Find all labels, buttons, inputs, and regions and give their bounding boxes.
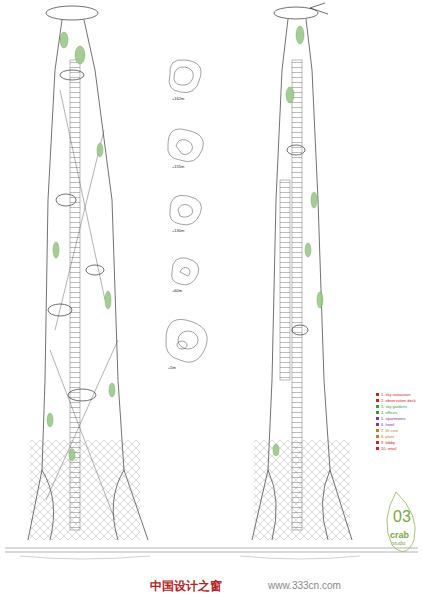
logo-text: crab [390, 530, 409, 540]
level-label: +162m [172, 96, 184, 101]
legend-text: 9. lobby [381, 440, 395, 445]
logo-text: studio [392, 540, 405, 546]
level-label: +5m [168, 365, 176, 370]
legend-row: 8. plant [376, 434, 394, 439]
legend-swatch [376, 411, 379, 414]
legend-swatch [376, 435, 379, 438]
legend-text: 7. lift core [381, 428, 398, 433]
level-label: +130m [172, 228, 184, 233]
legend-text: 10. retail [381, 446, 396, 451]
legend-row: 1. sky restaurant [376, 392, 411, 397]
watermark: 中国设计之窗 [150, 578, 222, 595]
legend-text: 8. plant [381, 434, 394, 439]
legend-swatch [376, 393, 379, 396]
legend-swatch [376, 405, 379, 408]
legend-swatch [376, 429, 379, 432]
legend-row: 7. lift core [376, 428, 398, 433]
legend-swatch [376, 423, 379, 426]
legend-text: 1. sky restaurant [381, 392, 411, 397]
legend-row: 10. retail [376, 446, 396, 451]
watermark: www.333cn.com [268, 580, 341, 591]
legend-row: 9. lobby [376, 440, 395, 445]
level-label: +60m [172, 288, 182, 293]
legend-swatch [376, 447, 379, 450]
sheet-number: 03 [393, 508, 411, 526]
legend-row: 3. sky gardens [376, 404, 407, 409]
legend-text: 3. sky gardens [381, 404, 407, 409]
legend-text: 4. offices [381, 410, 397, 415]
legend-row: 4. offices [376, 410, 397, 415]
legend-swatch [376, 417, 379, 420]
legend-text: 2. observation deck [381, 398, 416, 403]
legend-row: 5. apartments [376, 416, 405, 421]
legend-text: 6. hotel [381, 422, 394, 427]
level-label: +155m [172, 164, 184, 169]
legend-swatch [376, 441, 379, 444]
legend-swatch [376, 399, 379, 402]
legend-row: 6. hotel [376, 422, 394, 427]
legend-text: 5. apartments [381, 416, 405, 421]
legend-row: 2. observation deck [376, 398, 416, 403]
